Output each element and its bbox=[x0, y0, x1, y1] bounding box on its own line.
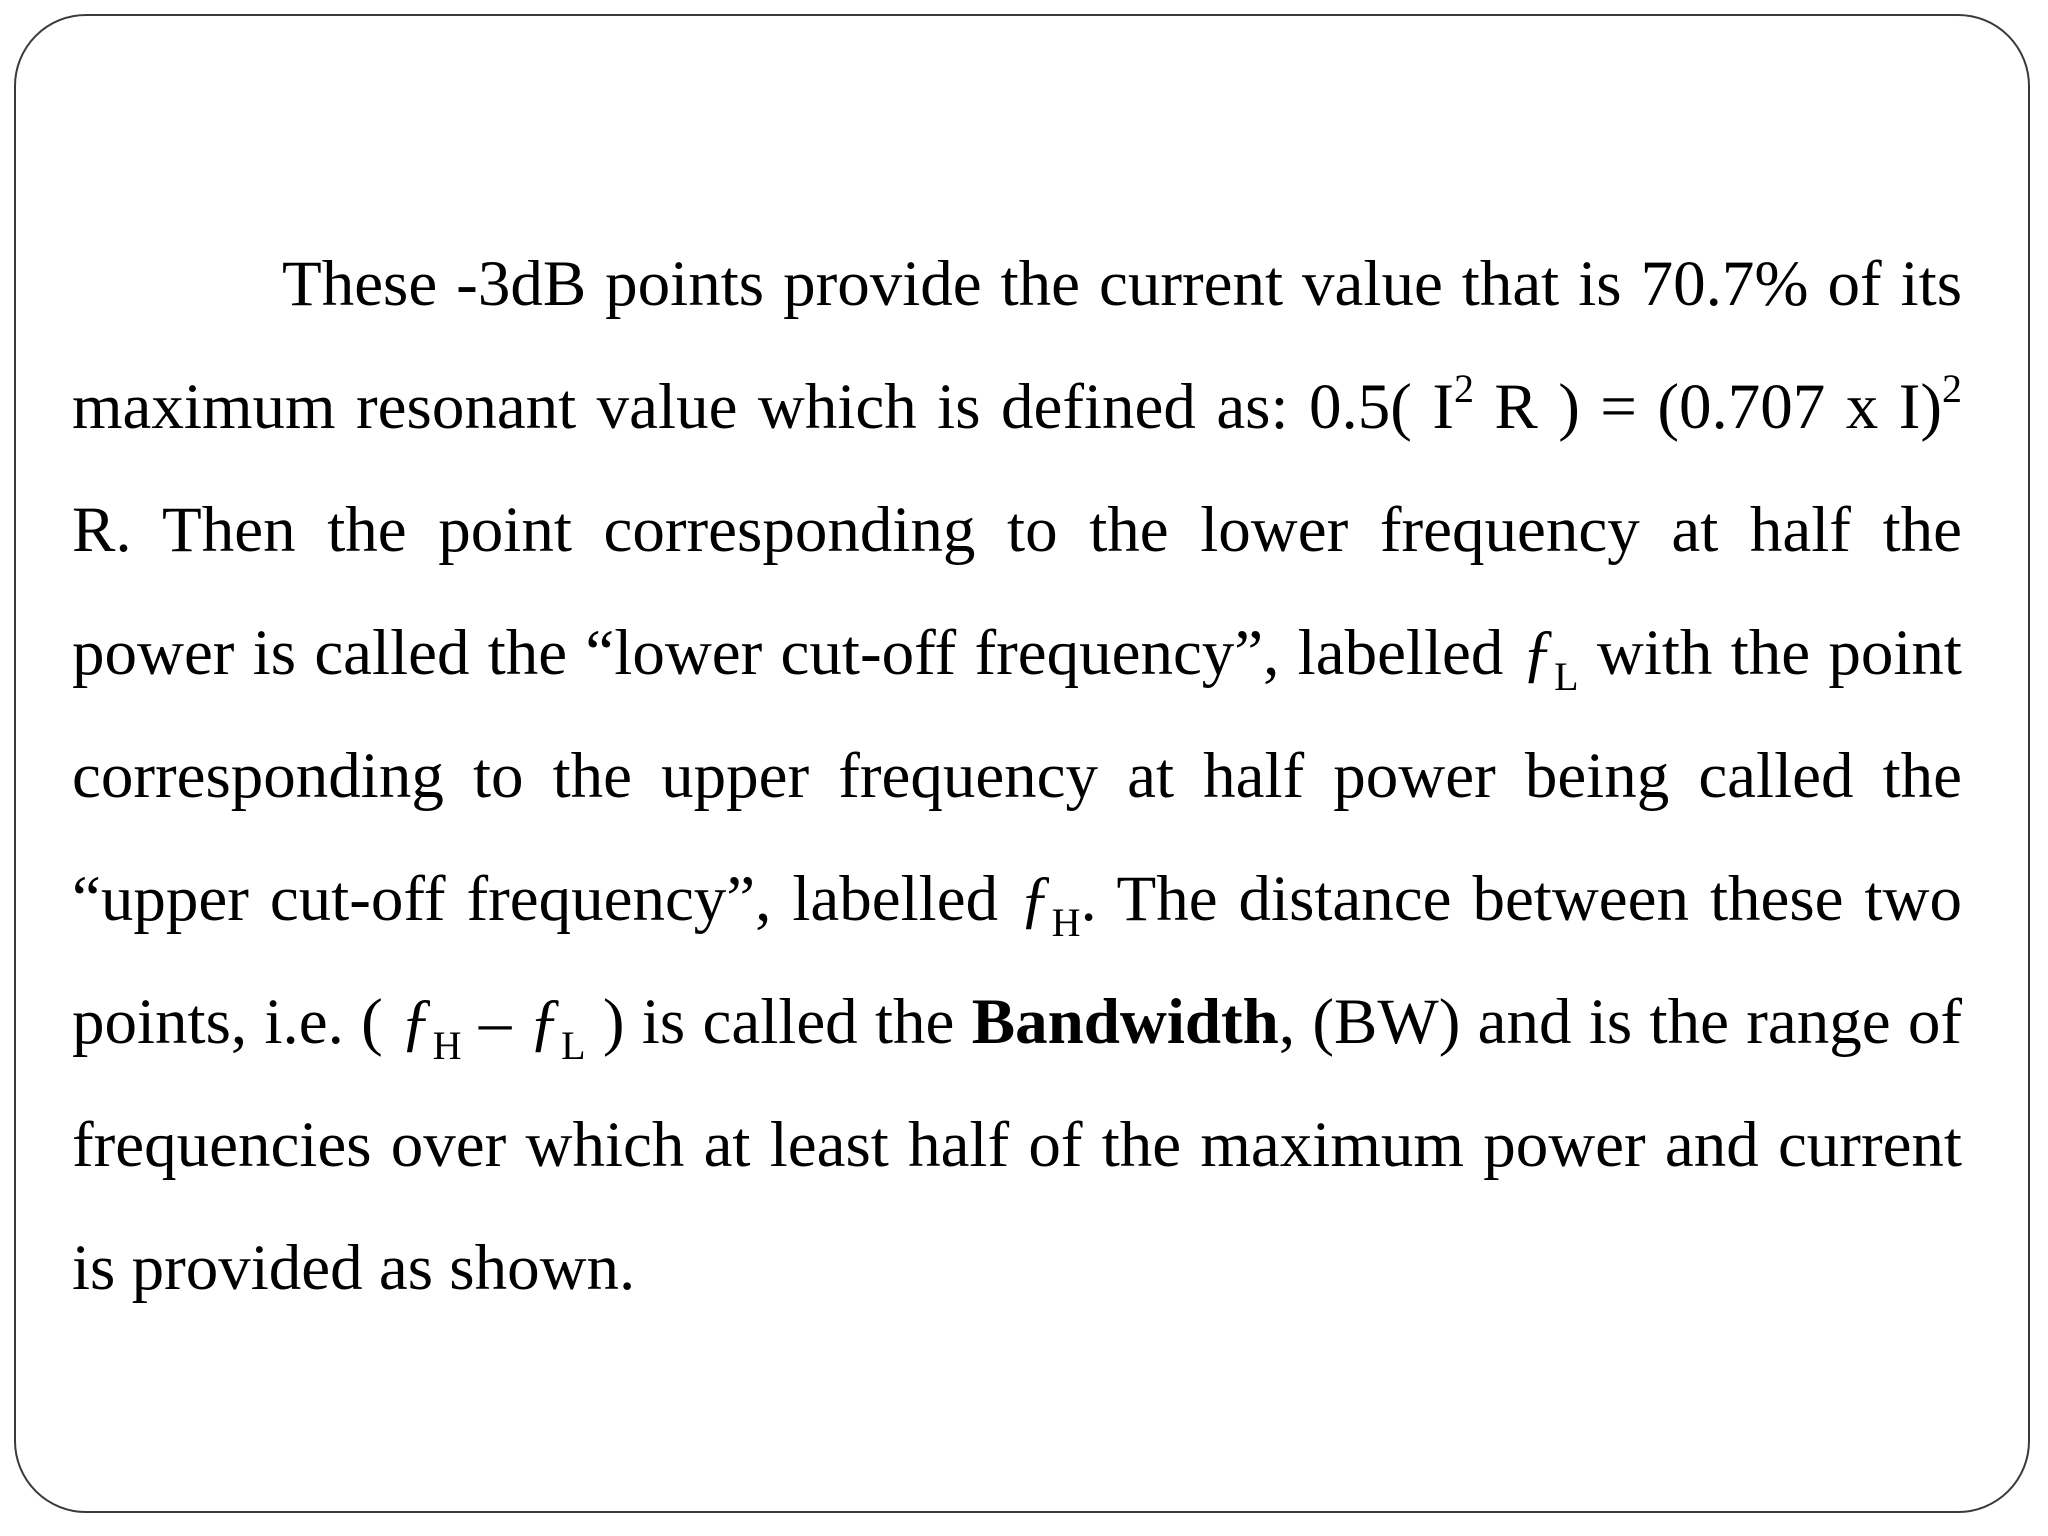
subscript-lower: L bbox=[1554, 654, 1579, 699]
subscript-upper: H bbox=[432, 1023, 462, 1068]
text-segment: – bbox=[461, 986, 529, 1058]
text-segment: with the point corresponding to the uppe… bbox=[72, 617, 1962, 935]
slide-frame bbox=[14, 14, 2030, 1513]
superscript-squared: 2 bbox=[1942, 366, 1962, 411]
bandwidth-term: Bandwidth bbox=[971, 986, 1279, 1058]
frequency-symbol: ƒ bbox=[1521, 617, 1555, 689]
frequency-symbol: ƒ bbox=[528, 986, 562, 1058]
subscript-upper: H bbox=[1051, 900, 1081, 945]
text-segment: ) is called the bbox=[585, 986, 972, 1058]
superscript-squared: 2 bbox=[1453, 366, 1474, 411]
bandwidth-paragraph: These -3dB points provide the current va… bbox=[72, 223, 1962, 1330]
frequency-symbol: ƒ bbox=[400, 986, 433, 1058]
subscript-lower: L bbox=[561, 1023, 586, 1068]
text-segment: . The distance between these two points,… bbox=[72, 863, 1962, 1058]
text-segment: These -3dB points provide the current va… bbox=[72, 248, 1962, 443]
text-segment: R ) = (0.707 x I) bbox=[1473, 371, 1942, 443]
text-segment: , (BW) and is the range of frequencies o… bbox=[72, 986, 1963, 1304]
frequency-symbol: ƒ bbox=[1019, 863, 1052, 935]
text-segment: R. Then the point corresponding to the l… bbox=[72, 494, 1962, 689]
